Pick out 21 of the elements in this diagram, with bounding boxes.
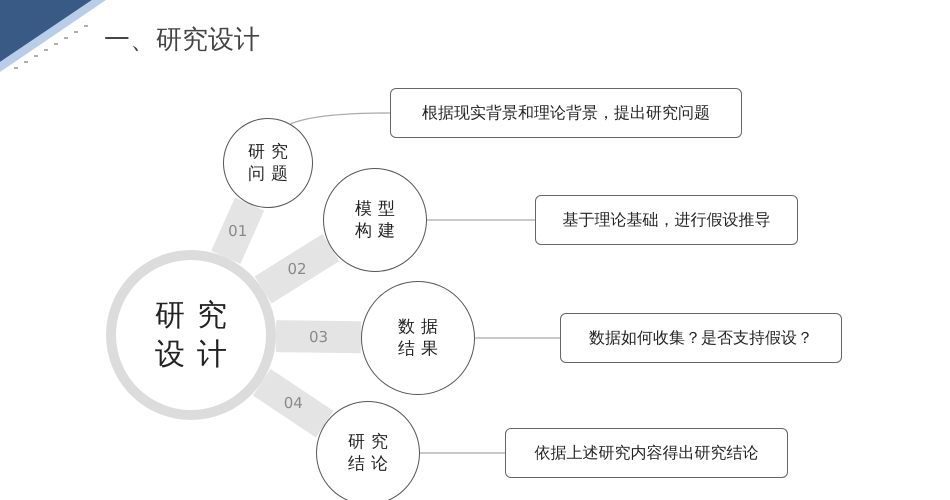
connector-band (254, 234, 340, 304)
slide-title: 一、研究设计 (104, 24, 260, 57)
description-box (390, 88, 742, 138)
description-text: 基于理论基础，进行假设推导 (562, 210, 770, 230)
connector-band (252, 368, 334, 438)
description-box (560, 313, 842, 363)
description-text: 数据如何收集？是否支持假设？ (589, 328, 813, 348)
description-text: 依据上述研究内容得出研究结论 (534, 442, 758, 464)
description-box (505, 428, 788, 478)
connector-line (475, 337, 560, 339)
circle-label: 研究问题 (247, 140, 295, 186)
circle-label: 数据结果 (397, 316, 445, 360)
connector-line (427, 219, 535, 221)
circle-label: 模型构建 (354, 198, 402, 242)
connector-band (211, 198, 264, 264)
description-text: 根据现实背景和理论背景，提出研究问题 (422, 102, 710, 124)
circle-label: 研究设计 (154, 297, 240, 374)
description-box (535, 195, 798, 245)
connector-line (420, 452, 505, 454)
circle-label: 研究结论 (347, 430, 395, 476)
connector-line (290, 112, 390, 125)
